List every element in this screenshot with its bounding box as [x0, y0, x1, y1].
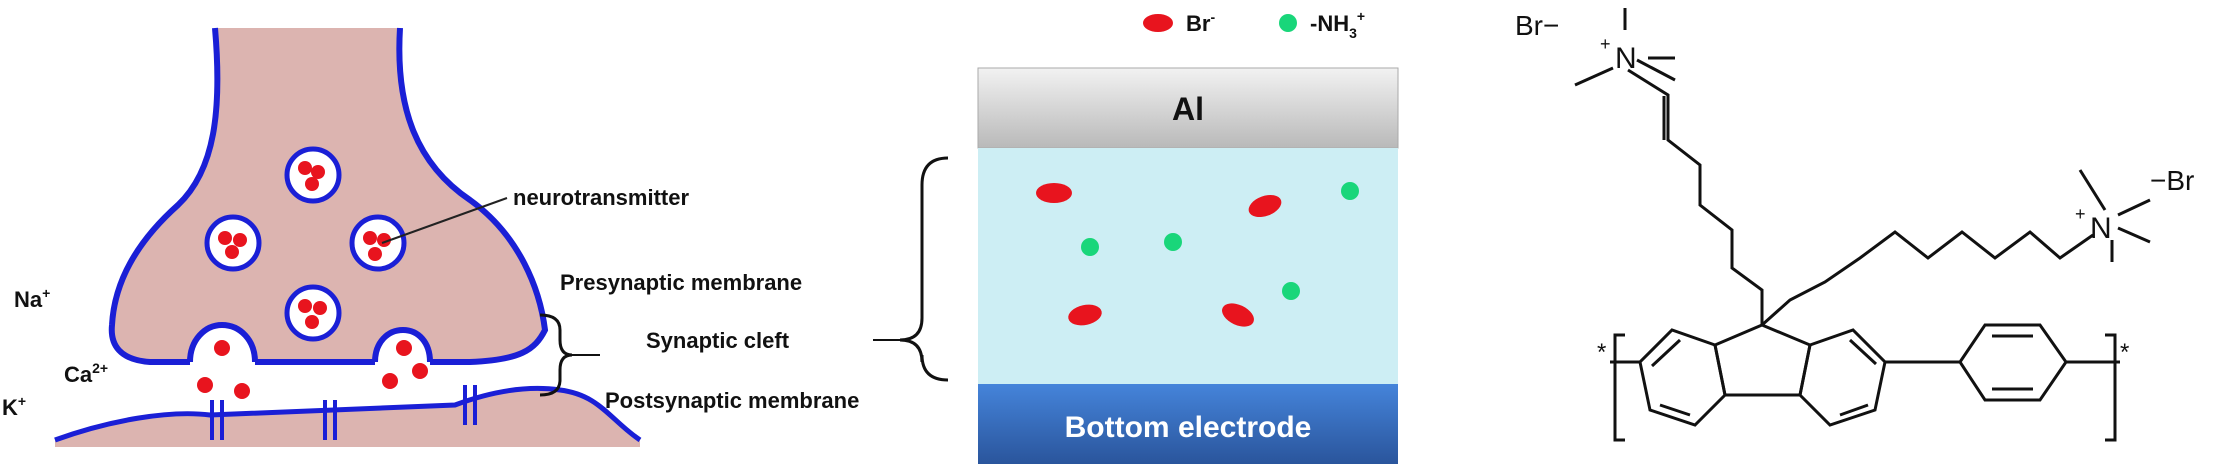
ion-dot	[197, 377, 213, 393]
ammonium-group	[1341, 182, 1359, 200]
polymer-end-left: *	[1597, 339, 1606, 366]
fluorene-core	[1638, 323, 1887, 427]
nitrogen-left-charge: +	[1600, 34, 1611, 54]
bottom-electrode-label: Bottom electrode	[1065, 411, 1312, 444]
potassium-ion-label: K+	[2, 393, 26, 420]
nitrogen-right-charge: +	[2075, 204, 2086, 224]
bromide-left-label: Br−	[1515, 10, 1559, 41]
bottom-electrode	[978, 384, 1398, 464]
postsynaptic-body	[55, 388, 640, 447]
vesicle	[284, 146, 342, 204]
ammonium-group	[1081, 238, 1099, 256]
polymer-end-right: *	[2120, 339, 2129, 366]
calcium-ion-label: Ca2+	[64, 360, 108, 387]
synaptic-cleft-label: Synaptic cleft	[646, 328, 790, 353]
bromide-ion	[1036, 183, 1072, 203]
al-electrode	[977, 67, 1399, 149]
presynaptic-membrane-label: Presynaptic membrane	[560, 270, 802, 295]
ammonium-group	[1282, 282, 1300, 300]
al-electrode-label: Al	[1172, 91, 1204, 127]
ion-channel	[323, 400, 337, 440]
bromide-ion	[1248, 194, 1282, 218]
bromide-right-label: −Br	[2150, 165, 2194, 196]
active-layer-brace	[899, 156, 949, 382]
synapse-panel: neurotransmitter Presynaptic membrane Sy…	[2, 27, 859, 447]
vesicle	[284, 284, 342, 342]
molecule-labels: Br− N + N + −Br * *	[1515, 10, 2194, 366]
ion-channel	[210, 400, 224, 440]
nitrogen-left-label: N	[1615, 42, 1637, 75]
bromide-ion	[1068, 304, 1102, 326]
ammonium-group	[1164, 233, 1182, 251]
presynaptic-membrane-line-right	[396, 27, 549, 365]
neurotransmitter-label: neurotransmitter	[513, 185, 689, 210]
ion-channel	[463, 385, 477, 425]
bromide-legend-marker	[1143, 14, 1173, 32]
bromide-legend-label: Br-	[1186, 9, 1215, 36]
alkyl-chain-left	[1627, 68, 1764, 325]
device-panel: Br- -NH3+ Al Bottom electrode	[873, 8, 1399, 464]
bromide-ion	[1222, 303, 1254, 327]
vesicle	[204, 214, 262, 272]
alkyl-chain-right	[1761, 230, 2094, 327]
ion-dot	[412, 363, 428, 379]
ammonium-legend-label: -NH3+	[1310, 8, 1365, 41]
postsynaptic-membrane-label: Postsynaptic membrane	[605, 388, 859, 413]
ion-dot	[382, 373, 398, 389]
ion-dot	[396, 340, 412, 356]
ion-dot	[214, 340, 230, 356]
ammonium-legend-marker	[1279, 14, 1297, 32]
vesicle	[349, 214, 407, 272]
sodium-ion-label: Na+	[14, 285, 50, 312]
phenylene-ring	[1958, 323, 2068, 402]
polymer-bracket-right	[2105, 333, 2117, 442]
ion-dot	[234, 383, 250, 399]
nitrogen-right-label: N	[2090, 212, 2112, 245]
neurotransmitter-pointer	[381, 197, 508, 244]
postsynaptic-membrane-line	[54, 385, 642, 443]
molecule-panel	[1574, 8, 2151, 442]
polymer-bracket-left	[1613, 333, 1625, 442]
active-layer	[978, 148, 1398, 384]
presynaptic-membrane-line	[108, 27, 221, 365]
